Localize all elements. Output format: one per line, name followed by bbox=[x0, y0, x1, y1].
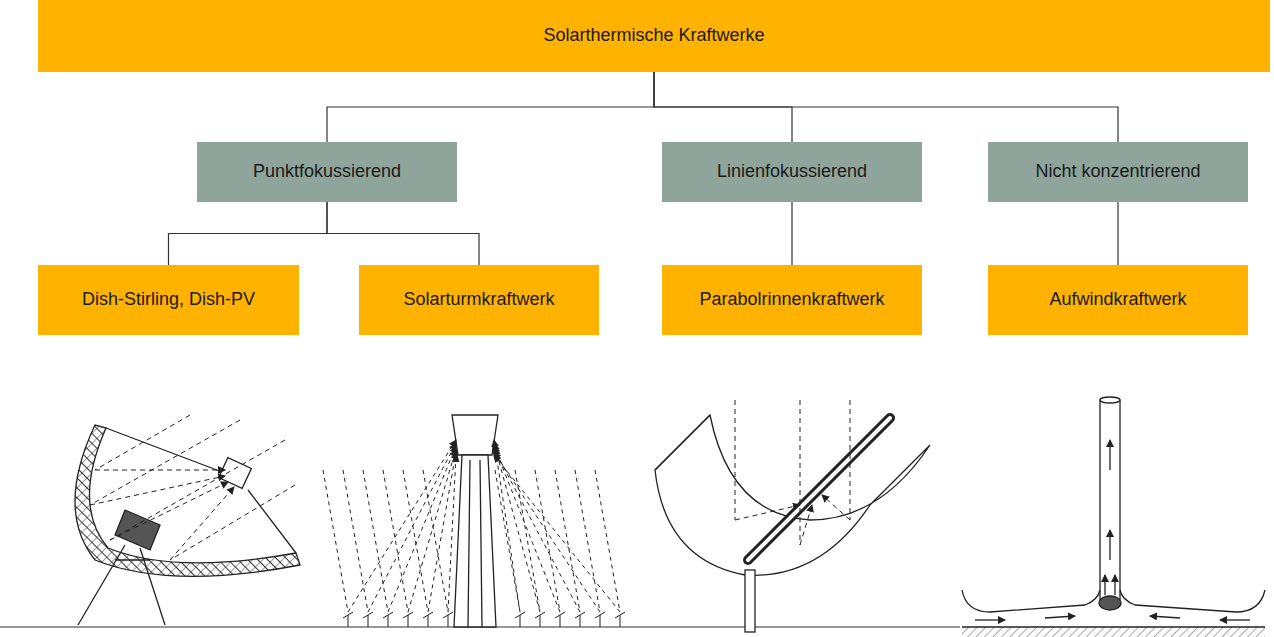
dish-figure bbox=[75, 415, 300, 625]
tree-connector bbox=[1117, 202, 1118, 265]
tree-connector bbox=[327, 202, 479, 265]
trough-figure bbox=[655, 400, 930, 632]
node-label: Aufwindkraftwerk bbox=[1049, 289, 1186, 311]
title-bar: Solarthermische Kraftwerke bbox=[38, 0, 1270, 72]
node-label: Solarthermische Kraftwerke bbox=[543, 25, 764, 47]
tree-connector bbox=[654, 72, 1118, 142]
node-label: Linienfokussierend bbox=[717, 161, 867, 183]
node-label: Solarturmkraftwerk bbox=[403, 289, 554, 311]
category-box: Punktfokussierend bbox=[197, 142, 457, 202]
node-label: Nicht konzentrierend bbox=[1035, 161, 1200, 183]
tree-connector bbox=[327, 72, 654, 142]
tower-figure bbox=[323, 415, 625, 627]
tree-connector bbox=[169, 202, 328, 265]
tree-connector bbox=[791, 202, 792, 265]
type-box: Dish-Stirling, Dish-PV bbox=[38, 265, 299, 335]
type-box: Solarturmkraftwerk bbox=[359, 265, 599, 335]
node-label: Punktfokussierend bbox=[253, 161, 401, 183]
updraft-figure bbox=[962, 397, 1265, 637]
node-label: Parabolrinnenkraftwerk bbox=[699, 289, 884, 311]
category-box: Nicht konzentrierend bbox=[988, 142, 1248, 202]
category-box: Linienfokussierend bbox=[662, 142, 922, 202]
type-box: Parabolrinnenkraftwerk bbox=[662, 265, 922, 335]
node-label: Dish-Stirling, Dish-PV bbox=[82, 289, 255, 311]
type-box: Aufwindkraftwerk bbox=[988, 265, 1248, 335]
